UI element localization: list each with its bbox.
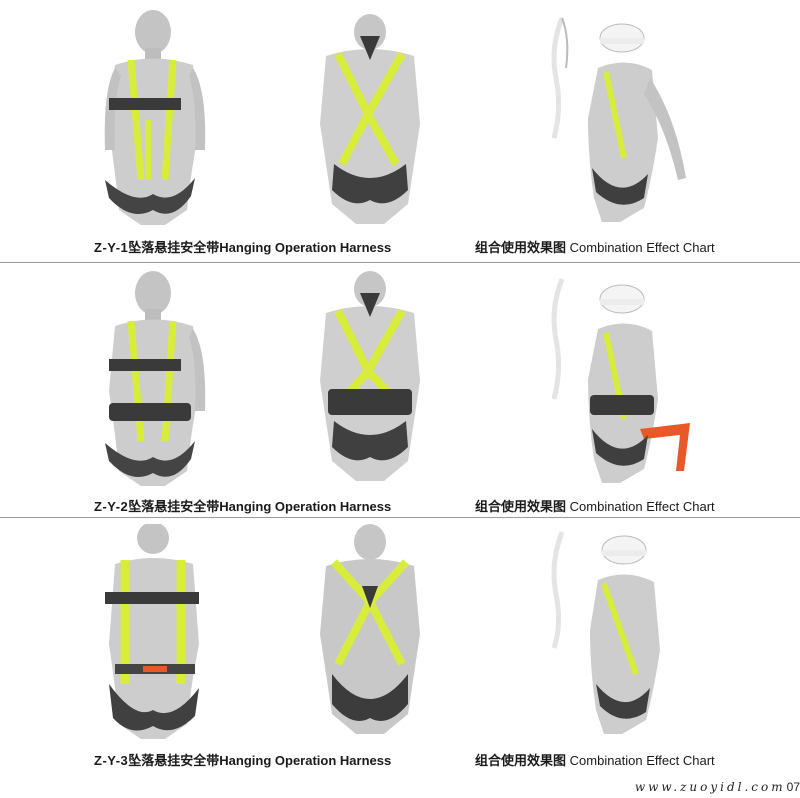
page-footer: www.zuoyidl.com07 bbox=[635, 780, 800, 794]
product-caption-2: Z-Y-2坠落悬挂安全带Hanging Operation Harness bbox=[94, 496, 391, 515]
harness-back-view-3 bbox=[320, 524, 420, 734]
product-row-2: Z-Y-2坠落悬挂安全带Hanging Operation Harness 组合… bbox=[0, 263, 800, 517]
combination-caption-2: 组合使用效果图 Combination Effect Chart bbox=[475, 496, 715, 515]
model-code: Z-Y-3 bbox=[94, 753, 129, 768]
harness-back-view-1 bbox=[320, 14, 420, 224]
section-divider-1 bbox=[0, 262, 800, 263]
section-divider-2 bbox=[0, 517, 800, 518]
product-name: 坠落悬挂安全带Hanging Operation Harness bbox=[128, 753, 392, 768]
product-caption-1: Z-Y-1坠落悬挂安全带Hanging Operation Harness bbox=[94, 237, 391, 256]
combination-caption-cn: 组合使用效果图 bbox=[475, 240, 567, 255]
combination-caption-1: 组合使用效果图 Combination Effect Chart bbox=[475, 237, 715, 256]
website-link[interactable]: www.zuoyidl.com bbox=[634, 780, 786, 794]
product-name: 坠落悬挂安全带Hanging Operation Harness bbox=[128, 240, 392, 255]
product-name: 坠落悬挂安全带Hanging Operation Harness bbox=[128, 499, 392, 514]
harness-front-view-2 bbox=[105, 271, 206, 486]
product-row-3: Z-Y-3坠落悬挂安全带Hanging Operation Harness 组合… bbox=[0, 518, 800, 778]
combination-view-1 bbox=[551, 17, 686, 222]
harness-front-view-3 bbox=[105, 524, 199, 739]
product-row-1: Z-Y-1坠落悬挂安全带Hanging Operation Harness 组合… bbox=[0, 0, 800, 262]
product-caption-3: Z-Y-3坠落悬挂安全带Hanging Operation Harness bbox=[94, 750, 391, 769]
combination-caption-en: Combination Effect Chart bbox=[569, 753, 715, 768]
combination-caption-cn: 组合使用效果图 bbox=[475, 753, 567, 768]
combination-caption-3: 组合使用效果图 Combination Effect Chart bbox=[475, 750, 715, 769]
harness-front-view-1 bbox=[104, 10, 206, 225]
combination-caption-en: Combination Effect Chart bbox=[569, 499, 715, 514]
page-number: 07 bbox=[786, 780, 800, 794]
combination-caption-cn: 组合使用效果图 bbox=[475, 499, 567, 514]
model-code: Z-Y-2 bbox=[94, 499, 129, 514]
harness-back-view-2 bbox=[320, 271, 420, 481]
combination-view-3 bbox=[551, 531, 660, 734]
combination-view-2 bbox=[551, 278, 690, 483]
combination-caption-en: Combination Effect Chart bbox=[569, 240, 715, 255]
model-code: Z-Y-1 bbox=[94, 240, 129, 255]
